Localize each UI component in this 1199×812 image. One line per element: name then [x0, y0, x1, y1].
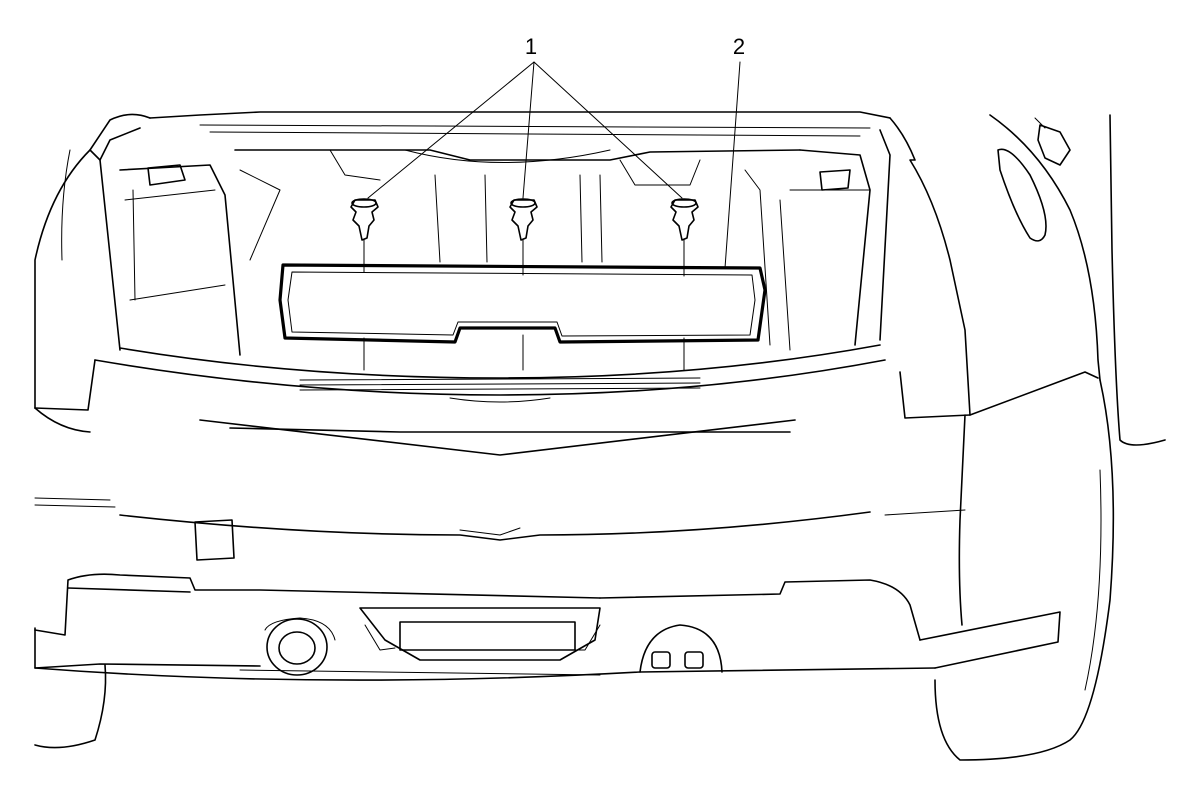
retainer-left [350, 198, 379, 371]
retainer-center [509, 198, 538, 371]
trunk-closeout-panel [278, 263, 767, 344]
callout-2: 2 [724, 34, 745, 269]
callout-2-label: 2 [733, 34, 745, 59]
vehicle-body [34, 111, 1166, 761]
callout-1-label: 1 [525, 34, 537, 59]
push-pin-retainers [350, 198, 699, 371]
retainer-right [670, 198, 699, 371]
callout-1: 1 [367, 34, 683, 199]
trunk-interior [119, 149, 871, 403]
